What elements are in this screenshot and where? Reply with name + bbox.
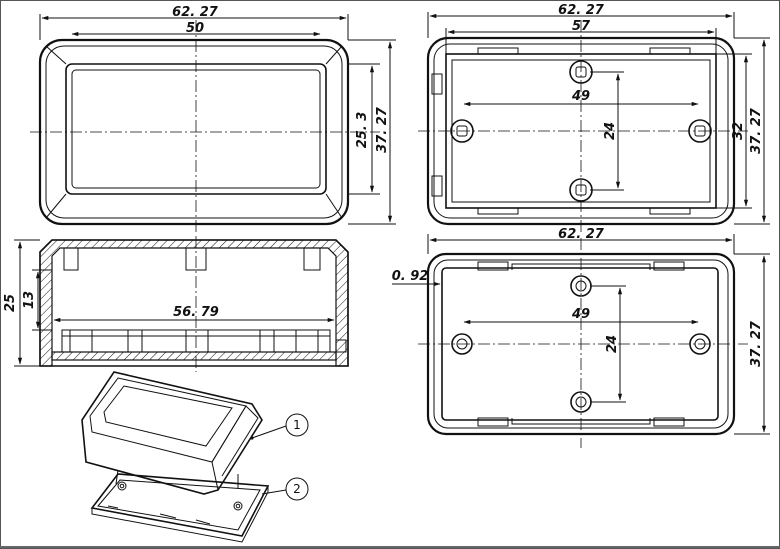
dim-hole-spacing-y-4: 24: [605, 335, 620, 353]
callout-1-label: 1: [293, 418, 301, 432]
dim-overall-height-4: 37. 27: [749, 320, 764, 367]
dim-section-inner-width: 56. 79: [173, 305, 219, 320]
dim-hole-spacing-y-2: 24: [603, 122, 618, 140]
dim-hole-spacing-x-4: 49: [571, 307, 590, 322]
view-top-left: [30, 14, 396, 234]
dim-wall-thickness: 0. 92: [392, 269, 429, 284]
dim-hole-spacing-x-2: 49: [571, 89, 590, 104]
dim-overall-height-2: 37. 27: [749, 107, 764, 154]
view-top-right: [418, 12, 770, 234]
callout-2: 2: [261, 477, 309, 501]
dim-overall-width-2: 62. 27: [558, 3, 605, 18]
dim-overall-width-1: 62. 27: [172, 5, 219, 20]
callout-1: 1: [251, 413, 309, 439]
dim-inner-width-1: 50: [186, 21, 204, 36]
dim-overall-height-1: 37. 27: [375, 106, 390, 153]
isometric-view: [81, 371, 270, 543]
dim-inner-height-1: 25. 3: [355, 112, 370, 149]
view-bottom-right: [392, 234, 770, 448]
dim-inner-width-2: 57: [572, 19, 591, 34]
dim-overall-width-4: 62. 27: [558, 227, 605, 242]
callout-2-label: 2: [293, 482, 301, 496]
dim-inner-height-2: 32: [731, 122, 746, 140]
view-section: [14, 236, 349, 372]
dim-section-inner-height: 13: [22, 291, 37, 309]
dim-section-overall-height: 25: [3, 294, 18, 312]
